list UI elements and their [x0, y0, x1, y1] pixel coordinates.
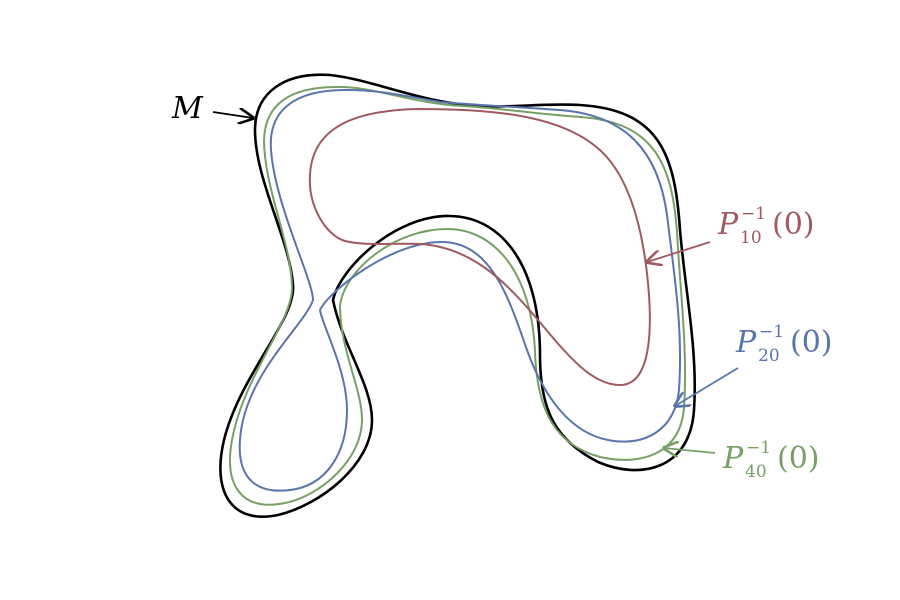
arrow-m	[212, 112, 253, 118]
svg-text:(0): (0)	[777, 441, 820, 476]
svg-text:(0): (0)	[790, 325, 833, 360]
label-p10: P −1 10 (0)	[717, 204, 815, 248]
svg-text:20: 20	[758, 346, 780, 366]
curve-p10	[308, 108, 651, 386]
arrow-p20	[675, 367, 739, 406]
svg-text:P: P	[722, 441, 744, 476]
curve-p20	[238, 89, 682, 492]
svg-text:−1: −1	[759, 322, 784, 342]
label-p20: P −1 20 (0)	[735, 322, 833, 366]
arrow-p10	[647, 241, 711, 262]
svg-text:40: 40	[745, 462, 767, 482]
label-m: M	[171, 91, 204, 126]
svg-text:−1: −1	[741, 204, 766, 224]
label-p40: P −1 40 (0)	[722, 438, 820, 482]
svg-text:P: P	[717, 207, 739, 242]
arrow-p40	[664, 448, 716, 453]
svg-text:10: 10	[740, 228, 762, 248]
svg-text:P: P	[735, 325, 757, 360]
svg-text:(0): (0)	[772, 207, 815, 242]
curve-p40	[229, 85, 687, 506]
svg-text:−1: −1	[746, 438, 771, 458]
